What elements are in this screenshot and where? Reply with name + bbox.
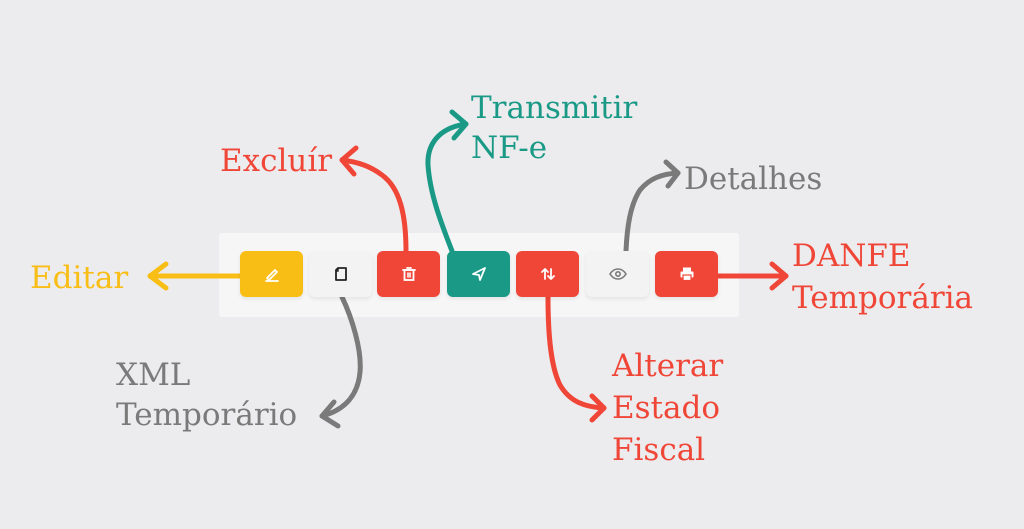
fiscal-state-arrow — [545, 294, 607, 423]
edit-button[interactable] — [240, 251, 303, 297]
printer-icon — [678, 265, 696, 283]
fiscal-label-line3: Fiscal — [612, 432, 706, 468]
swap-vertical-icon — [539, 265, 557, 283]
xml-label-line1: XML — [116, 357, 191, 393]
fiscal-label-line2: Estado — [612, 390, 720, 426]
danfe-arrow — [714, 261, 789, 291]
document-icon — [332, 265, 350, 283]
transmit-nfe-button[interactable] — [447, 251, 510, 297]
edit-label: Editar — [30, 260, 129, 296]
details-button[interactable] — [586, 251, 649, 297]
fiscal-label-line1: Alterar — [612, 348, 724, 384]
delete-label: Excluír — [220, 143, 333, 179]
danfe-temporary-button[interactable] — [655, 251, 718, 297]
transmit-label-line1: Transmitir — [471, 90, 638, 126]
edit-arrow — [147, 261, 243, 291]
eye-icon — [608, 265, 628, 283]
danfe-label-line1: DANFE — [792, 238, 911, 274]
transmit-label-line2: NF-e — [471, 130, 548, 166]
xml-label-line2: Temporário — [116, 397, 298, 433]
trash-icon — [400, 265, 418, 283]
send-icon — [470, 265, 488, 283]
delete-arrow — [339, 145, 409, 254]
details-label: Detalhes — [684, 161, 823, 197]
delete-button[interactable] — [377, 251, 440, 297]
change-fiscal-state-button[interactable] — [516, 251, 579, 297]
details-arrow — [623, 159, 681, 254]
pencil-icon — [263, 265, 281, 283]
transmit-arrow — [425, 109, 469, 254]
danfe-label-line2: Temporária — [792, 280, 974, 316]
xml-arrow — [319, 294, 363, 429]
xml-temporary-button[interactable] — [309, 251, 372, 297]
